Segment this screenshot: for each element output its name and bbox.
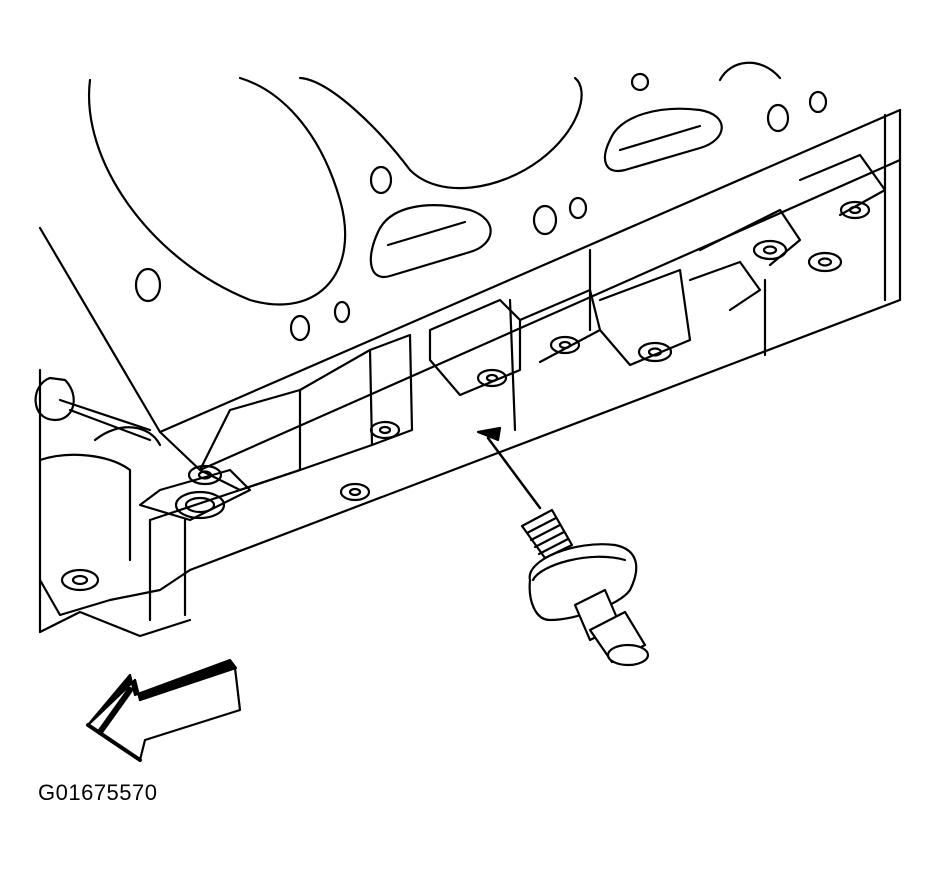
cylinder-bores <box>89 63 780 305</box>
engine-block <box>36 110 900 636</box>
figure-id-label: G01675570 <box>38 780 158 805</box>
knock-sensor <box>478 428 648 665</box>
coolant-slots <box>371 109 722 277</box>
deck-holes <box>136 74 826 340</box>
direction-arrow-icon <box>88 660 240 760</box>
bolt-holes <box>62 202 869 590</box>
mounting-bosses <box>140 155 885 520</box>
